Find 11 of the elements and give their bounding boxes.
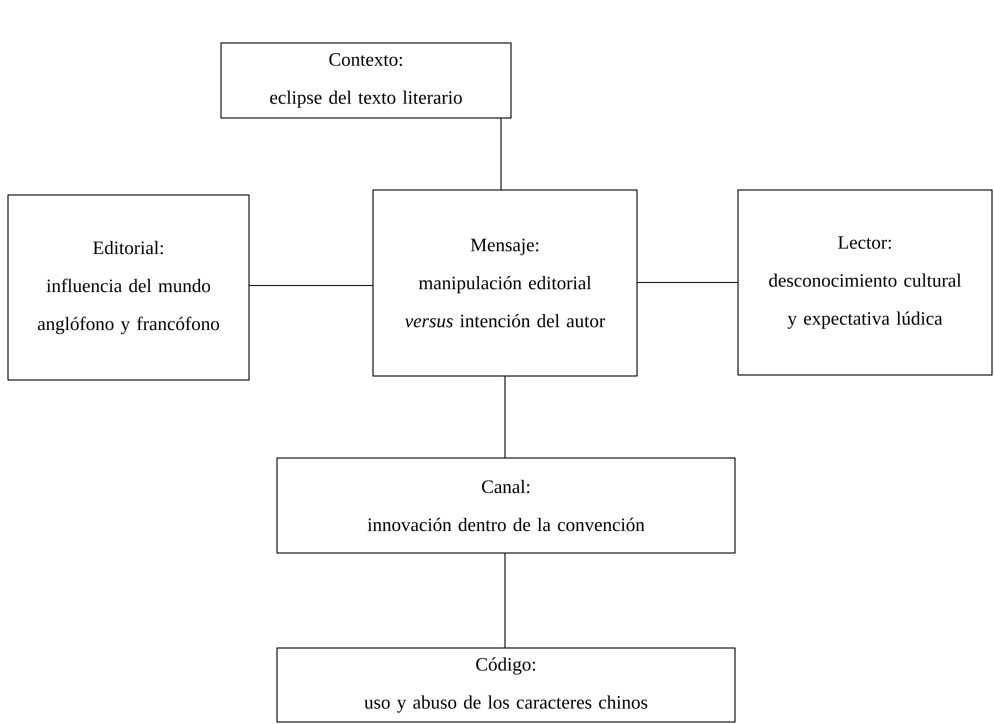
connector-line [504, 553, 506, 648]
text-box: Contexto: eclipse del texto literario [220, 42, 512, 118]
text-box: Editorial: influencia del mundo anglófono y francófono [8, 194, 250, 380]
connector-line [504, 376, 506, 458]
connector-line [637, 282, 738, 283]
text-box: Mensaje: manipulación editorial versus intención del autor [372, 190, 638, 376]
text-box: Código: uso y abuso de los caracteres chinos [276, 648, 736, 722]
text-box: Lector: desconocimiento cultural y expectativa lúdica [738, 190, 992, 376]
connector-line [500, 118, 502, 190]
text-box: Canal: innovación dentro de la convención [276, 458, 736, 554]
connector-line [249, 285, 373, 286]
